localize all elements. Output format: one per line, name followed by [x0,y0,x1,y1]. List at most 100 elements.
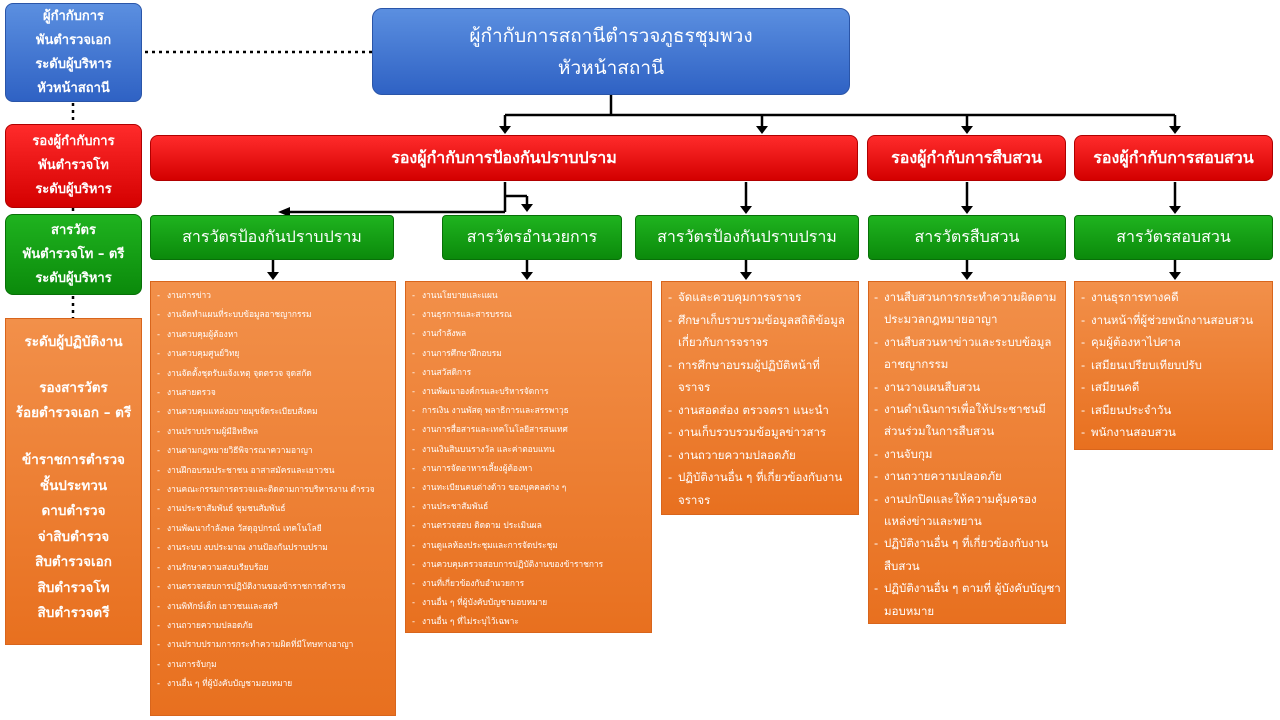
inspector-inquiry-box: สารวัตรสอบสวน [1074,215,1273,260]
duty-item: จัดและควบคุมการจราจร [668,286,854,309]
duty-item: งานการสื่อสารและเทคโนโลยีสารสนเทศ [412,420,648,439]
operational-ranks: ระดับผู้ปฏิบัติงาน รองสารวัตร ร้อยตำรวจเ… [5,330,142,627]
duty-item: งานวางแผนสืบสวน [874,376,1062,399]
station-chief-box: ผู้กำกับการสถานีตำรวจภูธรชุมพวง หัวหน้าส… [372,8,850,95]
duty-item: ปฏิบัติงานอื่น ๆ ที่เกี่ยวข้องกับงาน สืบ… [874,532,1062,577]
duty-item: การศึกษาอบรมผู้ปฏิบัติหน้าที่ จราจร [668,354,854,399]
deputy-investigation-box: รองผู้กำกับการสืบสวน [867,135,1066,181]
duty-item: งานควบคุมตรวจสอบการปฏิบัติงานของข้าราชกา… [412,555,648,574]
level-label: รองผู้กำกับการ [32,134,115,149]
duty-item: ปฏิบัติงานอื่น ๆ ตามที่ ผู้บังคับบัญชามอ… [874,577,1062,622]
duty-item: งานที่เกี่ยวข้องกับอำนวยการ [412,574,648,593]
duty-item: งานถวายความปลอดภัย [157,616,392,636]
inspector-admin-box: สารวัตรอำนวยการ [442,215,622,260]
duty-item: งานธุรการทางคดี [1081,286,1269,309]
duty-item: งานธุรการและสารบรรณ [412,305,648,324]
duty-item: งานปกปิดและให้ความคุ้มครอง แหล่งข่าวและพ… [874,488,1062,533]
inspector-investigation-label: สารวัตรสืบสวน [914,227,1020,246]
duty-item: เสมียนเปรียบเทียบปรับ [1081,354,1269,377]
duties-inquiry-list: งานธุรการทางคดีงานหน้าที่ผู้ช่วยพนักงานส… [1081,286,1269,444]
duty-item: งานพัฒนากำลังพล วัสดุอุปกรณ์ เทคโนโลยี [157,519,392,539]
level-label: พันตำรวจโท [38,158,109,173]
duty-item: งานการจับกุม [157,655,392,675]
duty-item: งานสอดส่อง ตรวจตรา แนะนำ [668,399,854,422]
duty-item: คุมผู้ต้องหาไปศาล [1081,331,1269,354]
rank-label: สิบตำรวจเอก [35,554,112,570]
duty-item: งานจับกุม [874,443,1062,466]
level-label: สารวัตร [51,222,96,238]
level-label: ผู้กำกับการ [42,8,105,24]
duty-item: งานอื่น ๆ ที่ผู้บังคับบัญชามอบหมาย [157,674,392,694]
duty-item: งานสวัสดิการ [412,363,648,382]
inspector-inquiry-label: สารวัตรสอบสวน [1116,227,1231,246]
duty-item: งานการข่าว [157,286,392,306]
duties-investigation-list: งานสืบสวนการกระทำความผิดตาม ประมวลกฎหมาย… [874,286,1062,622]
rank-label: ดาบตำรวจ [41,503,106,519]
duty-item: งานปราบปรามผู้มีอิทธิพล [157,422,392,442]
duty-item: งานทะเบียนคนต่างด้าว ของบุคคลต่าง ๆ [412,478,648,497]
deputy-inquiry-label: รองผู้กำกับการสอบสวน [1093,147,1254,167]
duty-item: งานควบคุมแหล่งอบายมุขจัดระเบียบสังคม [157,402,392,422]
duty-item: งานตามกฎหมายวิธีพิจารณาความอาญา [157,441,392,461]
duties-prevention-list: งานการข่าวงานจัดทำแผนที่ระบบข้อมูลอาชญาก… [157,286,392,694]
rank-label: รองสารวัตร [39,380,108,396]
level-label: หัวหน้าสถานี [37,80,110,96]
deputy-inquiry-box: รองผู้กำกับการสอบสวน [1074,135,1273,181]
duty-item: งานกำลังพล [412,324,648,343]
level-label: พันตำรวจโท – ตรี [22,246,125,262]
duty-item: งานตรวจสอบ ติดตาม ประเมินผล [412,516,648,535]
rank-label: สิบตำรวจโท [37,579,110,596]
duty-item: งานเก็บรวบรวมข้อมูลข่าวสาร [668,421,854,444]
duty-item: งานดำเนินการเพื่อให้ประชาชนมี ส่วนร่วมใน… [874,398,1062,443]
duty-item: งานพัฒนาองค์กรและบริหารจัดการ [412,382,648,401]
station-chief-title: ผู้กำกับการสถานีตำรวจภูธรชุมพวง [469,24,753,47]
duty-item: งานระบบ งบประมาณ งานป้องกันปราบปราม [157,538,392,558]
duty-item: ศึกษาเก็บรวบรวมข้อมูลสถิติข้อมูล เกี่ยวก… [668,309,854,354]
level-superintendent-box: ผู้กำกับการ พันตำรวจเอก ระดับผู้บริหาร ห… [5,3,142,102]
duty-item: งานรักษาความสงบเรียบร้อย [157,558,392,578]
inspector-investigation-box: สารวัตรสืบสวน [868,215,1066,260]
level-label: ระดับผู้บริหาร [35,56,112,72]
duty-item: เสมียนคดี [1081,376,1269,399]
duty-item: งานฝึกอบรมประชาชน อาสาสมัครและเยาวชน [157,461,392,481]
duty-item: งานสืบสวนหาข่าวและระบบข้อมูล อาชญากรรม [874,331,1062,376]
duty-item: งานจัดทำแผนที่ระบบข้อมูลอาชญากรรม [157,305,392,325]
inspector-admin-label: สารวัตรอำนวยการ [466,227,598,246]
rank-label: สิบตำรวจตรี [37,605,110,621]
duty-item: งานการศึกษาฝึกอบรม [412,344,648,363]
level-inspector-box: สารวัตร พันตำรวจโท – ตรี ระดับผู้บริหาร [5,214,142,295]
rank-label: ร้อยตำรวจเอก – ตรี [15,405,132,421]
deputy-investigation-label: รองผู้กำกับการสืบสวน [891,147,1042,167]
operational-title: ระดับผู้ปฏิบัติงาน [24,334,123,350]
duty-item: งานปราบปรามการกระทำความผิดที่มีโทษทางอาญ… [157,635,392,655]
duty-item: งานจัดตั้งชุดรับแจ้งเหตุ จุดตรวจ จุดสกัด [157,364,392,384]
duty-item: งานนโยบายและแผน [412,286,648,305]
duty-item: งานถวายความปลอดภัย [874,465,1062,488]
duty-item: งานดูแลห้องประชุมและการจัดประชุม [412,536,648,555]
duty-item: เสมียนประจำวัน [1081,399,1269,422]
level-label: ระดับผู้บริหาร [35,182,112,197]
rank-label: ชั้นประทวน [39,477,108,494]
inspector-traffic-box: สารวัตรป้องกันปราบปราม [635,215,859,260]
duty-item: งานคณะกรรมการตรวจและติดตามการบริหารงาน ต… [157,480,392,500]
rank-label: จ่าสิบตำรวจ [37,528,110,545]
duty-item: งานควบคุมศูนย์วิทยุ [157,344,392,364]
station-chief-subtitle: หัวหน้าสถานี [557,56,665,79]
duty-item: งานการจัดอาหารเลี้ยงผู้ต้องหา [412,459,648,478]
inspector-prevention-box: สารวัตรป้องกันปราบปราม [150,215,394,260]
duties-traffic-list: จัดและควบคุมการจราจรศึกษาเก็บรวบรวมข้อมู… [668,286,854,511]
duty-item: งานถวายความปลอดภัย [668,444,854,467]
inspector-prevention-label: สารวัตรป้องกันปราบปราม [182,227,362,246]
deputy-prevention-label: รองผู้กำกับการป้องกันปราบปราม [391,147,617,167]
duty-item: งานประชาสัมพันธ์ ชุมชนสัมพันธ์ [157,499,392,519]
duty-item: งานสืบสวนการกระทำความผิดตาม ประมวลกฎหมาย… [874,286,1062,331]
duty-item: งานควบคุมผู้ต้องหา [157,325,392,345]
duty-item: งานพิทักษ์เด็ก เยาวชนและสตรี [157,597,392,617]
deputy-prevention-box: รองผู้กำกับการป้องกันปราบปราม [150,135,858,181]
duties-admin-list: งานนโยบายและแผนงานธุรการและสารบรรณงานกำล… [412,286,648,632]
duty-item: งานอื่น ๆ ที่ไม่ระบุไว้เฉพาะ [412,612,648,631]
duty-item: งานประชาสัมพันธ์ [412,497,648,516]
duty-item: งานอื่น ๆ ที่ผู้บังคับบัญชามอบหมาย [412,593,648,612]
duty-item: ปฏิบัติงานอื่น ๆ ที่เกี่ยวข้องกับงาน จรา… [668,466,854,511]
